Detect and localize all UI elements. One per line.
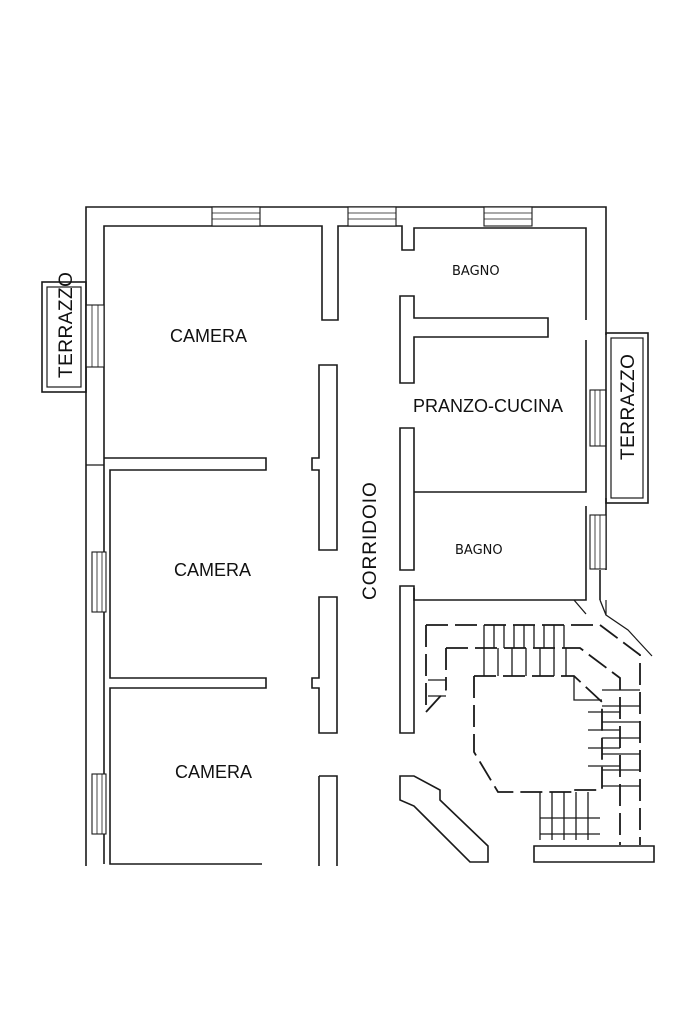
terrace-right: TERRAZZO [605, 332, 649, 504]
terrazzo-left-label: TERRAZZO [56, 272, 77, 378]
bagno-1-label: BAGNO [452, 264, 500, 279]
camera-2-label: CAMERA [174, 560, 251, 580]
terrazzo-right-label: TERRAZZO [618, 354, 639, 460]
corridor-right-wall [399, 295, 549, 863]
corridoio-label: CORRIDOIO [360, 481, 381, 600]
camera-3-label: CAMERA [175, 762, 252, 782]
corridor-left-wall [311, 364, 338, 866]
windows-top [211, 206, 533, 227]
bagno-2-label: BAGNO [455, 543, 503, 558]
camera-1-label: CAMERA [170, 326, 247, 346]
outer-walls [85, 206, 607, 866]
bedroom-walls [104, 457, 267, 865]
terrace-left: TERRAZZO [41, 272, 87, 393]
windows-right [589, 389, 607, 570]
windows-left [85, 304, 107, 835]
pranzo-cucina-label: PRANZO-CUCINA [413, 396, 563, 416]
stair-area [425, 599, 655, 863]
